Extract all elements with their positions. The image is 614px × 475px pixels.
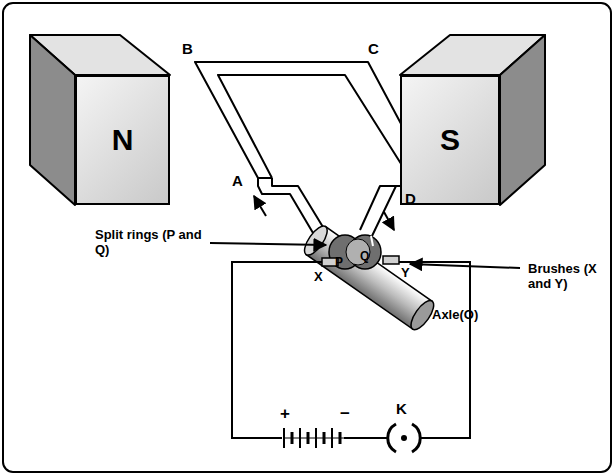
magnet-n: N [75, 75, 170, 205]
current-arrow [384, 212, 394, 230]
magnet-s-block [400, 35, 545, 205]
plug-key [388, 424, 421, 452]
pole-label: S [440, 123, 460, 157]
magnet-n-block [30, 35, 170, 205]
leader-line [210, 243, 326, 245]
current-arrow [254, 196, 266, 216]
terminal-sign: − [340, 404, 350, 424]
split-rings [329, 235, 381, 269]
circuit-wire [232, 262, 470, 438]
corner-label: C [368, 40, 379, 57]
axle [300, 223, 437, 333]
coil [195, 62, 430, 238]
corner-label: B [182, 40, 193, 57]
ring-label: P [335, 256, 343, 270]
battery [284, 428, 352, 448]
terminal-sign: + [280, 404, 290, 424]
ring-label: Q [360, 250, 369, 264]
part-name: Axle(O) [432, 308, 478, 323]
pole-label: N [112, 123, 134, 157]
part-name: Brushes (X and Y) [528, 262, 608, 292]
frame [3, 3, 611, 472]
brush-label: X [314, 270, 323, 285]
leader-line [410, 264, 520, 268]
key-label: K [396, 400, 407, 417]
part-name: Split rings (P and Q) [95, 228, 205, 258]
brush-label: Y [401, 266, 410, 281]
corner-label: A [232, 172, 243, 189]
corner-label: D [405, 190, 416, 207]
magnet-s: S [400, 75, 500, 205]
brush-y [383, 256, 399, 264]
